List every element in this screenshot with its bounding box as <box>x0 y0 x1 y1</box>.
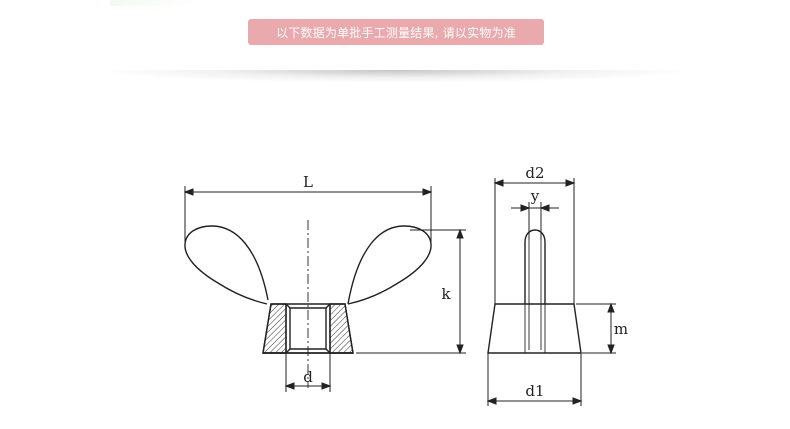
label-d2: d2 <box>525 164 544 182</box>
dim-d2 <box>493 178 576 304</box>
dim-k <box>356 228 466 355</box>
label-d: d <box>303 368 313 386</box>
left-wing <box>184 225 269 305</box>
notice-banner: 以下数据为单批手工测量结果, 请以实物为准 <box>248 19 544 45</box>
right-section-hatch <box>329 303 354 354</box>
dim-d1 <box>486 353 583 406</box>
side-wing <box>524 229 546 304</box>
label-y: y <box>530 187 540 205</box>
label-L: L <box>303 173 313 191</box>
left-section-hatch <box>262 303 287 354</box>
front-view <box>184 220 432 388</box>
dim-d <box>284 353 332 392</box>
top-fade <box>110 0 200 6</box>
side-view <box>487 229 582 354</box>
notice-text: 以下数据为单批手工测量结果, 请以实物为准 <box>276 25 516 40</box>
dim-y <box>511 202 559 240</box>
side-base <box>487 303 582 354</box>
label-m: m <box>614 320 628 338</box>
divider-shadow <box>110 70 680 82</box>
label-k: k <box>441 285 451 303</box>
label-d1: d1 <box>525 382 544 400</box>
right-wing <box>347 225 432 305</box>
dim-m <box>576 302 616 355</box>
dim-L <box>183 186 433 246</box>
